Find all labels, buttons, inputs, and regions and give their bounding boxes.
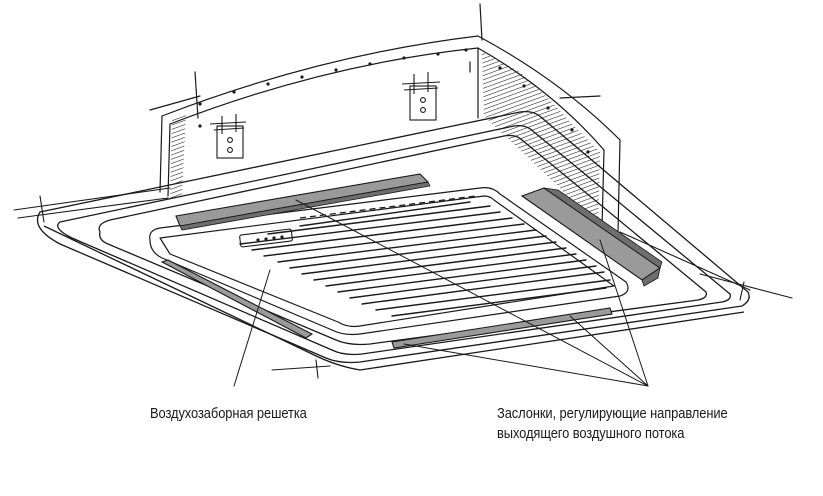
grille-slats [239, 201, 611, 317]
unit-housing [149, 3, 621, 233]
housing-screw-holes [198, 48, 590, 154]
decorative-panel [36, 110, 750, 371]
leader-lines [233, 199, 649, 387]
housing-right-hatch [482, 52, 600, 232]
louver-bottom [391, 307, 613, 349]
louver-right [520, 187, 663, 287]
louver-left [160, 259, 314, 339]
ceiling-lines [13, 187, 793, 379]
intake-grille [149, 187, 629, 336]
louvers-label-line2: выходящего воздушного потока [497, 425, 685, 442]
housing-left-hatch [170, 112, 186, 198]
hanger-bracket-right [401, 72, 441, 121]
louvers-label: Заслонки, регулирующие направление выход… [497, 404, 728, 444]
louvers-label-line1: Заслонки, регулирующие направление [497, 405, 728, 422]
receiver-display [239, 228, 293, 248]
louver-top [175, 173, 431, 231]
intake-grille-label: Воздухозаборная решетка [150, 405, 307, 422]
hanger-bracket-left [209, 114, 247, 159]
